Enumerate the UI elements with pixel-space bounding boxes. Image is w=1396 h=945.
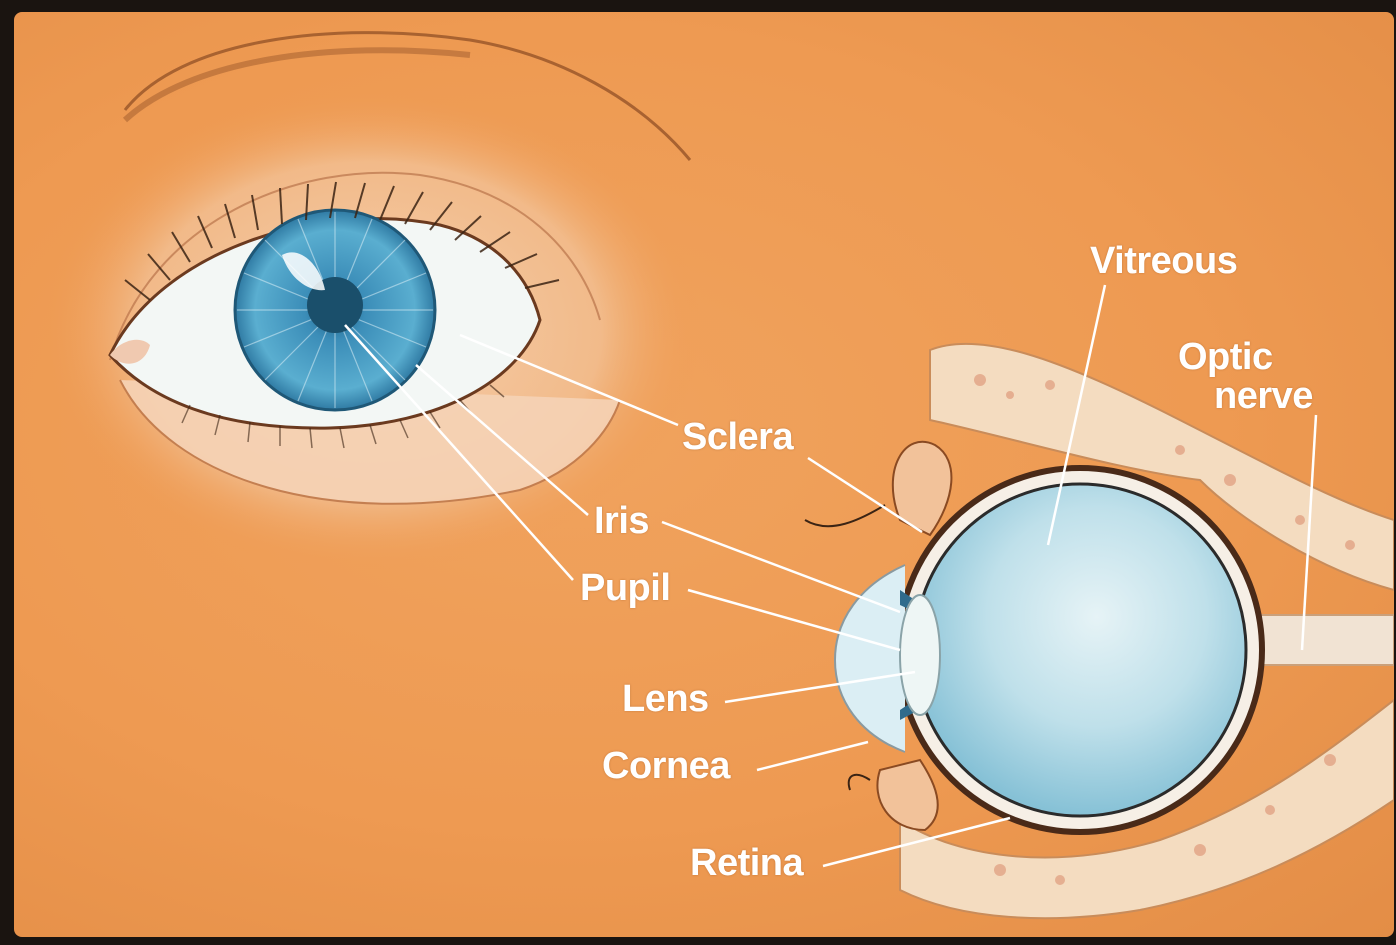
cornea-shape xyxy=(835,565,905,752)
eye-cross-section xyxy=(805,344,1394,918)
label-cornea: Cornea xyxy=(602,747,730,785)
label-retina: Retina xyxy=(690,844,803,882)
diagram-card: Vitreous Optic nerve Sclera Iris Pupil L… xyxy=(14,12,1394,937)
label-vitreous: Vitreous xyxy=(1090,242,1237,280)
label-iris: Iris xyxy=(594,502,649,540)
label-lens: Lens xyxy=(622,680,709,718)
label-optic-nerve-line1: Optic xyxy=(1178,338,1273,376)
external-eye xyxy=(40,33,700,570)
eye-illustration xyxy=(14,12,1394,937)
vitreous-shape xyxy=(914,484,1246,816)
label-optic-nerve-line2: nerve xyxy=(1214,377,1313,415)
label-sclera: Sclera xyxy=(682,418,793,456)
label-pupil: Pupil xyxy=(580,569,670,607)
lens-shape xyxy=(900,595,940,715)
